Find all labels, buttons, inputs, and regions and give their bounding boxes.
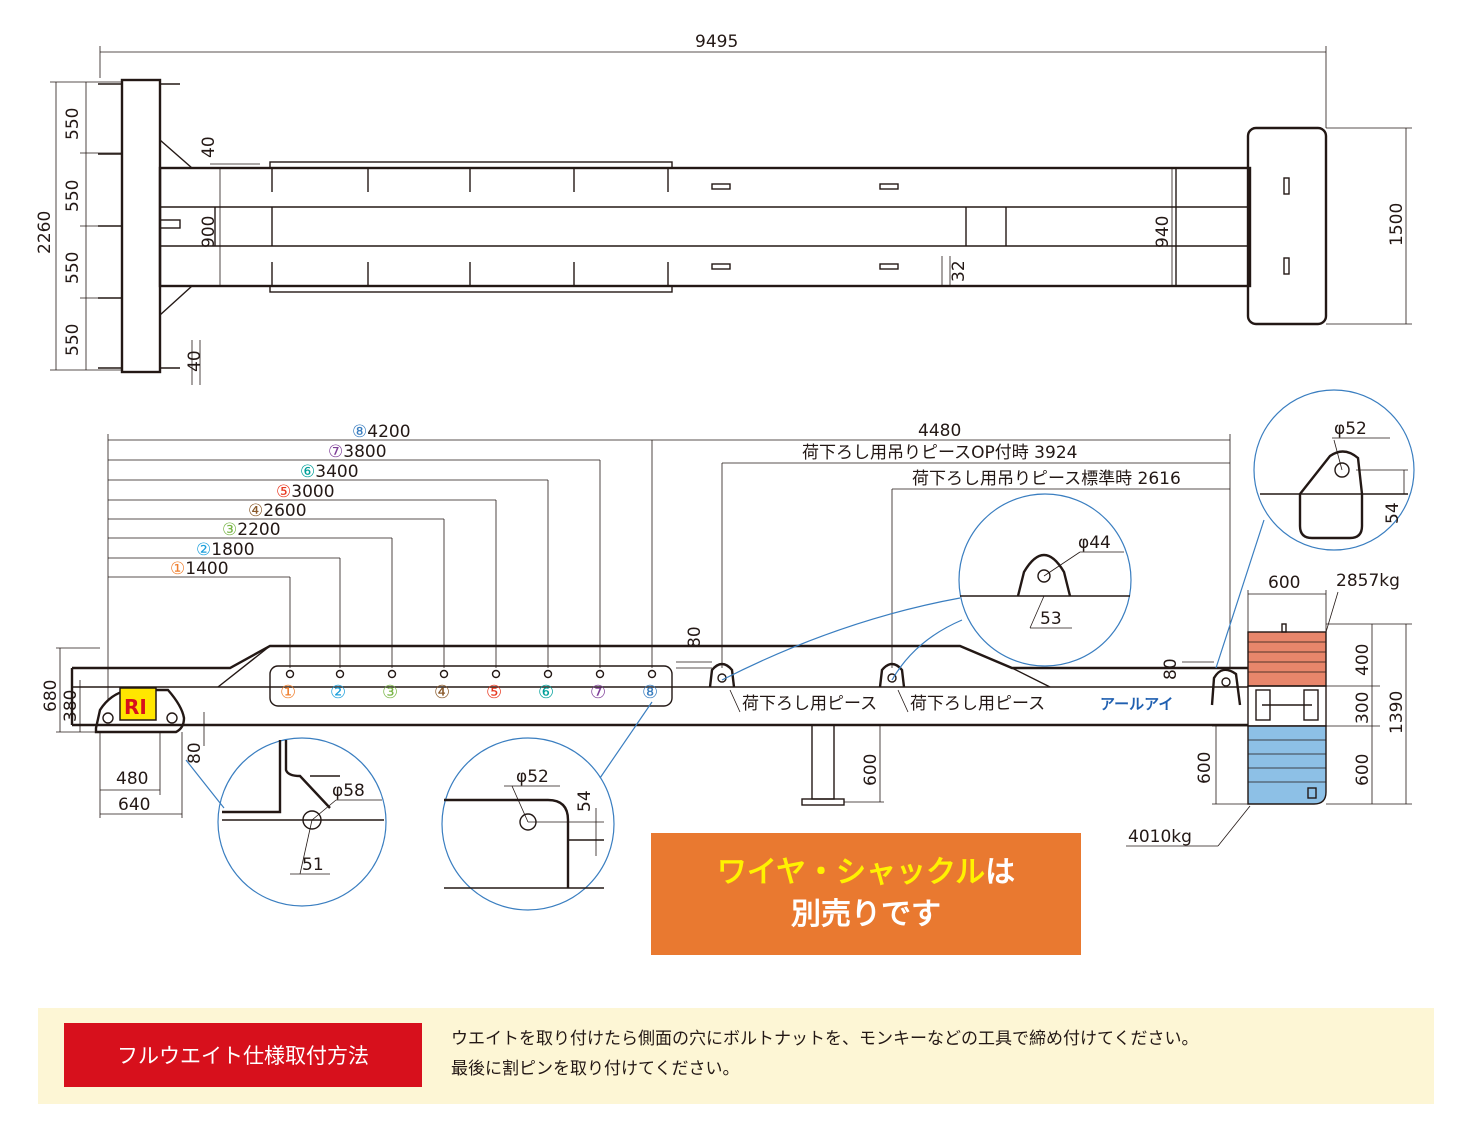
dim-600-rear: 600 xyxy=(1195,752,1215,784)
dim-80-right: 80 xyxy=(1161,658,1181,680)
dim-std-piece: 荷下ろし用吊りピース標準時 2616 xyxy=(912,469,1181,489)
piece-label-2: 荷下ろし用ピース xyxy=(910,694,1045,714)
svg-text:⑤3000: ⑤3000 xyxy=(276,482,335,502)
detail-middle: φ44 53 xyxy=(721,493,1132,681)
instructions-line-1: ウエイトを取り付けたら側面の穴にボルトナットを、モンキーなどの工具で締め付けてく… xyxy=(451,1029,1199,1049)
hole-value-2: 1800 xyxy=(211,540,254,560)
piece-label-1: 荷下ろし用ピース xyxy=(742,694,877,714)
dim-4480: 4480 xyxy=(918,421,961,441)
svg-text:②1800: ②1800 xyxy=(196,540,255,560)
notice-line-2: 別売りです xyxy=(791,894,941,936)
dim-680: 680 xyxy=(41,680,61,712)
hole-value-1: 1400 xyxy=(185,559,228,579)
svg-text:⑧4200: ⑧4200 xyxy=(352,422,411,442)
sold-separately-notice: ワイヤ・シャックルは 別売りです xyxy=(651,833,1081,955)
svg-text:⑦3800: ⑦3800 xyxy=(328,442,387,462)
dim-weight-width: 600 xyxy=(1268,573,1300,593)
detail-bottom-left: φ58 51 xyxy=(185,737,387,907)
dim-spacing-1: 550 xyxy=(63,108,83,140)
detail-top-right: φ52 54 xyxy=(1215,389,1415,669)
dim-80-left: 80 xyxy=(185,742,205,764)
notice-line1-rest: は xyxy=(985,855,1016,890)
detail-mid-dim: 53 xyxy=(1040,609,1062,629)
dim-op-piece: 荷下ろし用吊りピースOP付時 3924 xyxy=(802,443,1077,463)
dim-h-300: 300 xyxy=(1353,692,1373,724)
dim-80-mid: 80 xyxy=(685,626,705,648)
notice-highlight: ワイヤ・シャックル xyxy=(716,855,986,890)
logo: RI xyxy=(124,695,147,719)
hole-label-2: ② xyxy=(330,682,346,703)
hole-value-3: 2200 xyxy=(237,520,280,540)
detail-mid-dia: φ44 xyxy=(1078,533,1111,553)
detail-bottom-mid: φ52 54 xyxy=(441,701,653,911)
hole-mark-7: ⑦ xyxy=(328,442,343,462)
notice-line-1: ワイヤ・シャックルは xyxy=(717,852,1015,894)
detail-bl-dim: 51 xyxy=(302,855,324,875)
hole-label-1: ① xyxy=(280,682,296,703)
technical-drawing: 9495 2260 550 550 550 550 xyxy=(35,32,1415,911)
instructions-text: ウエイトを取り付けたら側面の穴にボルトナットを、モンキーなどの工具で締め付けてく… xyxy=(451,1024,1411,1084)
detail-tr-dim: 54 xyxy=(1383,502,1403,524)
dim-h-400: 400 xyxy=(1353,644,1373,676)
dim-spacing-2: 550 xyxy=(63,180,83,212)
weight-top-kg: 2857kg xyxy=(1336,571,1400,591)
dim-spacing-4: 550 xyxy=(63,324,83,356)
dim-rear-width: 1500 xyxy=(1387,203,1407,246)
hole-label-5: ⑤ xyxy=(486,682,502,703)
hole-value-8: 4200 xyxy=(367,422,410,442)
hole-mark-2: ② xyxy=(196,540,211,560)
hole-value-7: 3800 xyxy=(343,442,386,462)
hole-mark-4: ④ xyxy=(248,501,263,521)
dim-480: 480 xyxy=(116,769,148,789)
hole-mark-5: ⑤ xyxy=(276,482,291,502)
dim-380: 380 xyxy=(61,690,81,722)
top-view: 9495 2260 550 550 550 550 xyxy=(35,32,1412,385)
dim-640: 640 xyxy=(118,795,150,815)
hole-mark-6: ⑥ xyxy=(300,462,315,482)
detail-bm-dia: φ52 xyxy=(516,767,549,787)
brand-label: アールアイ xyxy=(1100,695,1173,713)
dim-gap-bottom: 40 xyxy=(185,350,205,372)
svg-text:③2200: ③2200 xyxy=(222,520,281,540)
dim-spacing-3: 550 xyxy=(63,252,83,284)
dim-inner-width: 900 xyxy=(199,216,219,248)
svg-text:①1400: ①1400 xyxy=(170,559,229,579)
detail-tr-dia: φ52 xyxy=(1334,419,1367,439)
dim-gap-top: 40 xyxy=(199,136,219,158)
hole-label-8: ⑧ xyxy=(642,682,658,703)
hole-label-3: ③ xyxy=(382,682,398,703)
hole-value-6: 3400 xyxy=(315,462,358,482)
dim-rear-inner: 940 xyxy=(1153,216,1173,248)
dim-h-1390: 1390 xyxy=(1387,691,1407,734)
instructions-line-2: 最後に割ピンを取り付けてください。 xyxy=(451,1059,740,1079)
dim-plate: 32 xyxy=(949,260,969,282)
side-view: ⑧4200 ⑦3800 ⑥3400 ⑤3000 ④2600 ③2200 ②180… xyxy=(41,421,1412,847)
dim-h-600: 600 xyxy=(1353,754,1373,786)
notice-line2-text: 別売りです xyxy=(791,897,941,932)
weight-bottom-kg: 4010kg xyxy=(1128,827,1192,847)
installation-instructions: フルウエイト仕様取付方法 ウエイトを取り付けたら側面の穴にボルトナットを、モンキ… xyxy=(38,1008,1434,1104)
dim-600-leg: 600 xyxy=(861,754,881,786)
hole-mark-8: ⑧ xyxy=(352,422,367,442)
detail-bm-dim: 54 xyxy=(575,790,595,812)
svg-text:⑥3400: ⑥3400 xyxy=(300,462,359,482)
hole-value-4: 2600 xyxy=(263,501,306,521)
hole-label-6: ⑥ xyxy=(538,682,554,703)
instructions-label: フルウエイト仕様取付方法 xyxy=(64,1023,422,1087)
hole-mark-1: ① xyxy=(170,559,185,579)
svg-text:④2600: ④2600 xyxy=(248,501,307,521)
dim-overall-width: 2260 xyxy=(35,211,55,254)
hole-value-5: 3000 xyxy=(291,482,334,502)
hole-label-4: ④ xyxy=(434,682,450,703)
detail-bl-dia: φ58 xyxy=(332,781,365,801)
dim-overall-length: 9495 xyxy=(695,32,738,52)
hole-mark-3: ③ xyxy=(222,520,237,540)
hole-label-7: ⑦ xyxy=(590,682,606,703)
